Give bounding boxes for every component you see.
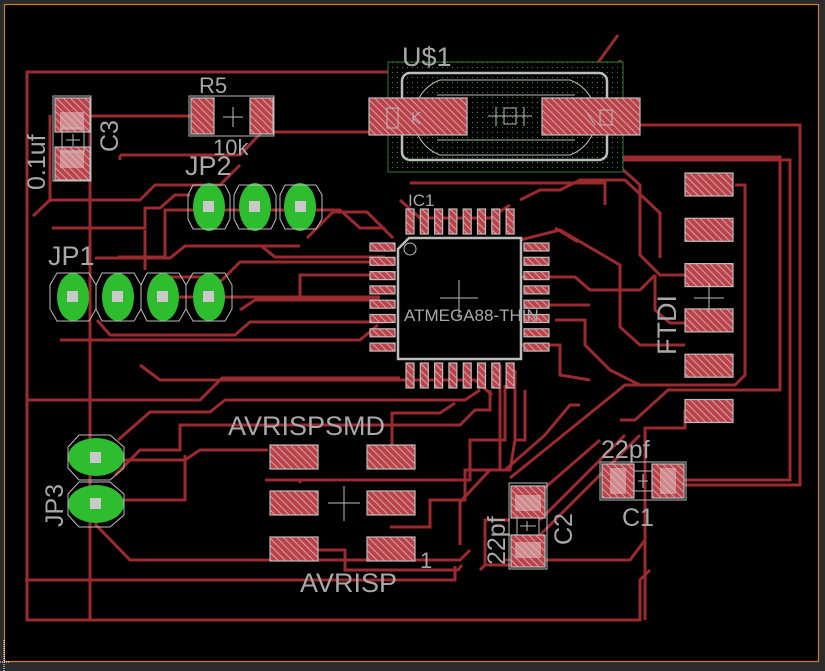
ic1-label: IC1 <box>408 191 434 210</box>
ftdi-pin-1[interactable] <box>685 173 733 196</box>
jp1-label: JP1 <box>48 241 95 271</box>
jp2-label: JP2 <box>185 151 232 181</box>
avrisp-pin-6[interactable] <box>367 537 415 561</box>
ftdi-pin-2[interactable] <box>685 218 733 241</box>
ic1-pin-left-8[interactable] <box>370 343 395 351</box>
ftdi-pin-5[interactable] <box>685 354 733 377</box>
ftdi-pin-6[interactable] <box>685 400 733 423</box>
ic1-pin-left-7[interactable] <box>370 329 395 337</box>
r5-pad-1[interactable] <box>191 98 214 134</box>
ic1-pin-left-6[interactable] <box>370 315 395 323</box>
ic1-value: ATMEGA88-THIN <box>404 306 539 325</box>
ic1-pin-left-5[interactable] <box>370 300 395 308</box>
ic1-pin-left-2[interactable] <box>370 257 395 265</box>
c1-value: 22pf <box>601 436 650 464</box>
ic1-pin-bottom-2[interactable] <box>420 363 428 388</box>
c2-value: 22pf <box>483 516 511 565</box>
r5-label: R5 <box>199 73 227 98</box>
us1-pad-1[interactable] <box>369 98 467 135</box>
ic1-pin-bottom-7[interactable] <box>492 363 500 388</box>
ic1-pin-right-2[interactable] <box>524 257 549 265</box>
avrisp-value: AVRISP <box>300 568 397 598</box>
ic1-pin-right-8[interactable] <box>524 343 549 351</box>
ic1-pin-top-6[interactable] <box>478 209 486 234</box>
ic1-pin-top-3[interactable] <box>435 209 443 234</box>
avrisp-pin-5[interactable] <box>270 537 318 561</box>
avrisp-pin1-label: 1 <box>420 548 432 573</box>
us1-pad-2[interactable] <box>542 98 640 135</box>
ic1-pin-top-7[interactable] <box>492 209 500 234</box>
ic1-pin-left-1[interactable] <box>370 243 395 251</box>
us1-label: U$1 <box>402 42 452 72</box>
c1-label: C1 <box>622 504 654 532</box>
ic1-pin-left-3[interactable] <box>370 272 395 280</box>
r5-pad-2[interactable] <box>250 98 273 134</box>
ic1-pin-bottom-1[interactable] <box>406 363 414 388</box>
avrisp-pin-1[interactable] <box>270 445 318 469</box>
ic1-pin-right-7[interactable] <box>524 329 549 337</box>
jp3-label: JP3 <box>41 484 69 527</box>
ic1-pin-bottom-6[interactable] <box>478 363 486 388</box>
ic1-pin-top-8[interactable] <box>506 209 514 234</box>
ic1-pin-bottom-5[interactable] <box>463 363 471 388</box>
ic1-pin-bottom-4[interactable] <box>449 363 457 388</box>
ic1-pin-top-1[interactable] <box>406 209 414 234</box>
c3-value: 0.1uf <box>23 134 51 190</box>
avrisp-pin-4[interactable] <box>367 491 415 515</box>
ic1-pin-top-5[interactable] <box>463 209 471 234</box>
ic1-pin-right-4[interactable] <box>524 286 549 294</box>
c3-label: C3 <box>96 120 124 152</box>
ic1-pin-right-3[interactable] <box>524 272 549 280</box>
avrisp-pin-2[interactable] <box>367 445 415 469</box>
avrisp-pin-3[interactable] <box>270 491 318 515</box>
ic1-pin-left-4[interactable] <box>370 286 395 294</box>
c2-label: C2 <box>550 513 578 545</box>
component-us1[interactable]: U$1 <box>369 42 640 172</box>
ic1-pin-bottom-8[interactable] <box>506 363 514 388</box>
ic1-pin-bottom-3[interactable] <box>435 363 443 388</box>
ftdi-label: FTDI <box>652 295 682 355</box>
avrisp-label: AVRISPSMD <box>228 411 385 441</box>
ic1-pin-top-2[interactable] <box>420 209 428 234</box>
ic1-pin-top-4[interactable] <box>449 209 457 234</box>
ic1-pin-right-1[interactable] <box>524 243 549 251</box>
